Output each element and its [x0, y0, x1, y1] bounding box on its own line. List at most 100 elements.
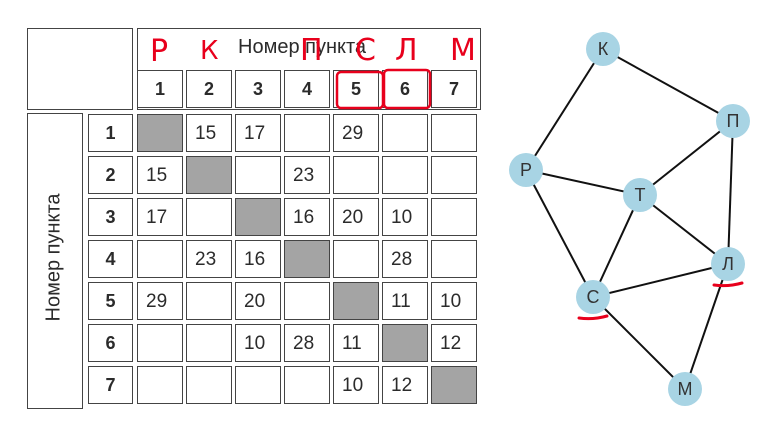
graph-edge — [602, 48, 734, 122]
diagonal-cell — [431, 366, 477, 404]
table-cell: 28 — [284, 324, 330, 362]
handwritten-letter: М — [450, 33, 476, 68]
handwritten-letter: П — [300, 33, 323, 68]
vertex-label: Р — [520, 160, 532, 180]
row-label: 2 — [88, 156, 133, 194]
column-label: 1 — [137, 70, 183, 108]
graph-vertex: С — [576, 280, 610, 314]
table-cell: 17 — [235, 114, 281, 152]
handwritten-underline — [577, 314, 609, 321]
table-cell: 11 — [333, 324, 379, 362]
graph-edge — [525, 169, 594, 298]
column-label: 3 — [235, 70, 281, 108]
graph-edge — [525, 169, 641, 196]
row-label: 4 — [88, 240, 133, 278]
table-cell — [137, 240, 183, 278]
graph-vertex: Р — [509, 153, 543, 187]
table-cell: 12 — [431, 324, 477, 362]
table-cell — [284, 114, 330, 152]
vertex-label: Л — [722, 254, 734, 274]
table-cell — [186, 198, 232, 236]
graph-edge — [639, 194, 729, 265]
table-cell — [284, 282, 330, 320]
column-label: 2 — [186, 70, 232, 108]
table-corner — [27, 28, 133, 110]
table-cell: 10 — [382, 198, 428, 236]
table-cell — [284, 366, 330, 404]
table-cell — [186, 282, 232, 320]
vertex-label: С — [587, 287, 600, 307]
table-cell: 20 — [235, 282, 281, 320]
graph-edge — [639, 120, 734, 196]
graph-vertex: К — [586, 32, 620, 66]
table-cell — [235, 156, 281, 194]
graph-vertex: Т — [623, 178, 657, 212]
table-cell — [235, 366, 281, 404]
table-cell: 10 — [431, 282, 477, 320]
column-header-title: Номер пункта — [238, 36, 367, 58]
table-cell: 17 — [137, 198, 183, 236]
table-cell — [431, 114, 477, 152]
handwritten-box-col6 — [382, 68, 432, 110]
table-cell: 12 — [382, 366, 428, 404]
vertex-label: М — [678, 379, 693, 399]
graph-edge — [727, 120, 734, 265]
table-cell: 15 — [186, 114, 232, 152]
table-cell: 20 — [333, 198, 379, 236]
graph-edge — [525, 48, 604, 171]
row-label: 7 — [88, 366, 133, 404]
graph-edge — [592, 263, 729, 298]
table-cell — [333, 156, 379, 194]
table-cell: 23 — [284, 156, 330, 194]
column-label: 4 — [284, 70, 330, 108]
row-label: 5 — [88, 282, 133, 320]
column-label: 5 — [333, 70, 379, 108]
graph-vertex: П — [716, 104, 750, 138]
handwritten-letter: Р — [150, 34, 169, 69]
table-cell — [382, 156, 428, 194]
row-label: 1 — [88, 114, 133, 152]
table-cell: 11 — [382, 282, 428, 320]
table-cell: 16 — [284, 198, 330, 236]
row-label: 3 — [88, 198, 133, 236]
graph-edge — [592, 296, 686, 390]
table-cell: 15 — [137, 156, 183, 194]
handwritten-letter: С — [355, 33, 376, 68]
table-cell — [186, 366, 232, 404]
diagonal-cell — [333, 282, 379, 320]
handwritten-underline — [712, 281, 744, 288]
table-cell — [137, 366, 183, 404]
table-cell: 23 — [186, 240, 232, 278]
graph-edge — [684, 263, 729, 390]
table-cell: 29 — [333, 114, 379, 152]
handwritten-letter: Л — [395, 33, 418, 68]
table-cell — [137, 324, 183, 362]
handwritten-letter: К — [200, 36, 219, 66]
table-cell — [431, 156, 477, 194]
column-label: 7 — [431, 70, 477, 108]
vertex-label: П — [727, 111, 740, 131]
row-label: 6 — [88, 324, 133, 362]
table-cell: 10 — [333, 366, 379, 404]
vertex-label: Т — [635, 185, 646, 205]
table-cell: 16 — [235, 240, 281, 278]
graph-vertex: М — [668, 372, 702, 406]
diagonal-cell — [137, 114, 183, 152]
table-cell — [431, 198, 477, 236]
graph-vertex: Л — [711, 247, 745, 281]
diagonal-cell — [284, 240, 330, 278]
table-cell — [186, 324, 232, 362]
diagonal-cell — [382, 324, 428, 362]
graph-edge — [592, 194, 641, 298]
diagonal-cell — [235, 198, 281, 236]
handwritten-box-col5 — [335, 70, 385, 110]
table-cell — [333, 240, 379, 278]
left-header-frame — [27, 113, 83, 409]
diagonal-cell — [186, 156, 232, 194]
vertex-label: К — [598, 39, 609, 59]
table-cell: 10 — [235, 324, 281, 362]
table-cell — [382, 114, 428, 152]
table-cell — [431, 240, 477, 278]
table-cell: 29 — [137, 282, 183, 320]
